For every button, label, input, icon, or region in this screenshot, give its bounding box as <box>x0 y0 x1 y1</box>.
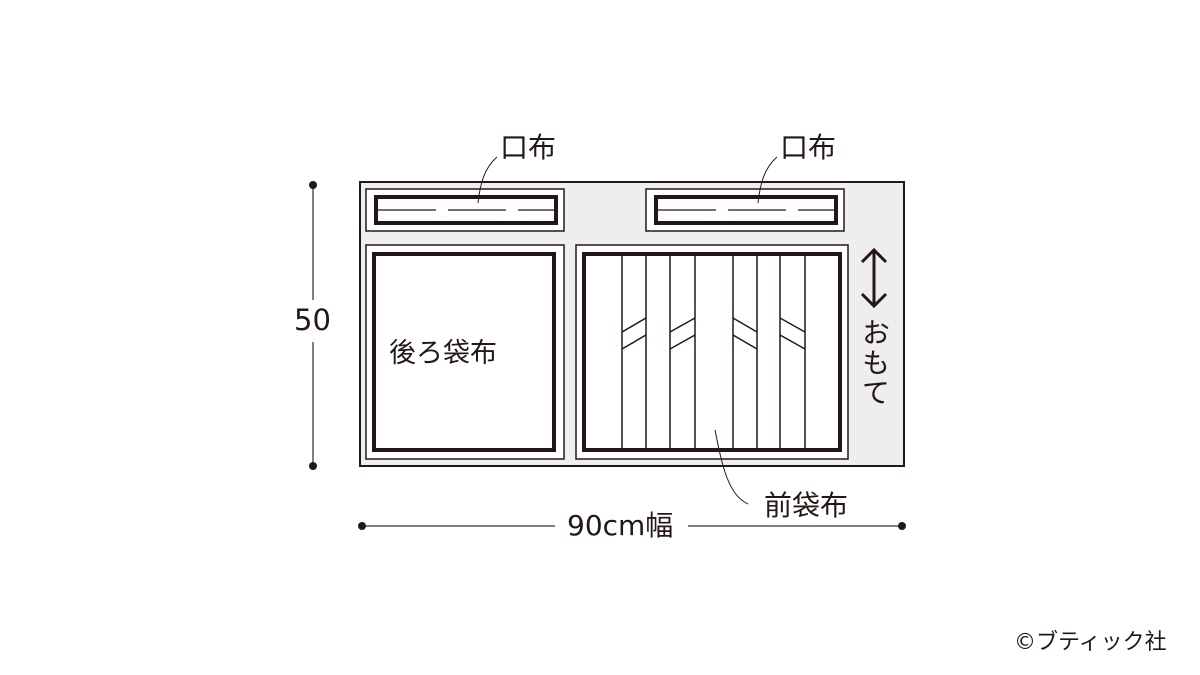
grain-arrow-icon <box>860 247 888 309</box>
front-bag-label: 前袋布 <box>764 489 849 522</box>
front-bag-inner <box>582 252 842 452</box>
pleat-lines <box>621 256 806 448</box>
leader-lines <box>477 156 778 505</box>
back-bag-label: 後ろ袋布 <box>389 338 497 369</box>
opening-cloth-right-label: 口布 <box>780 131 837 164</box>
pleat-direction-marks <box>621 317 806 350</box>
opening-cloth-left-label: 口布 <box>500 131 557 164</box>
copyright-text: ©ブティック社 <box>1014 630 1167 655</box>
height-dimension-label: 50 <box>294 303 331 337</box>
width-dimension-label: 90cm幅 <box>567 509 674 542</box>
back-bag-inner <box>372 252 556 452</box>
width-dimension <box>358 522 906 530</box>
height-dimension <box>309 181 317 470</box>
grain-direction-label: おもて <box>858 318 891 408</box>
